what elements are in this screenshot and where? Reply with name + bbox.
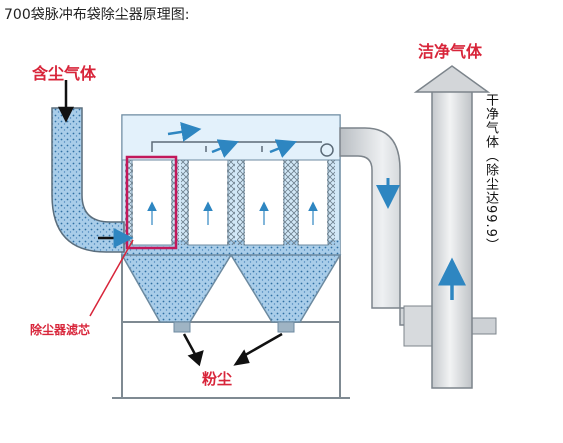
support-frame bbox=[112, 255, 350, 399]
right-hopper bbox=[229, 254, 342, 323]
filter-bags bbox=[125, 159, 335, 246]
dry-gas-label: 干净气体（除尘达99.9） bbox=[483, 93, 498, 252]
chimney-arrow-cap bbox=[413, 65, 491, 93]
pulse-pipes bbox=[151, 141, 334, 157]
left-hopper bbox=[120, 254, 233, 323]
left-hopper-outlet bbox=[173, 321, 191, 333]
dusty-gas-label: 含尘气体 bbox=[32, 64, 97, 83]
right-hopper-outlet bbox=[277, 321, 295, 333]
chimney-stack bbox=[431, 89, 473, 389]
dust-label: 粉尘 bbox=[202, 370, 233, 388]
diagram-caption: 700袋脉冲布袋除尘器原理图: bbox=[4, 7, 190, 23]
clean-gas-label: 洁净气体 bbox=[418, 42, 483, 61]
callout-arrows bbox=[57, 80, 283, 367]
clean-air-plenum bbox=[121, 114, 341, 161]
inlet-duct bbox=[51, 107, 125, 253]
filter-element-label: 除尘器滤芯 bbox=[30, 323, 91, 337]
filter-element-highlight bbox=[125, 155, 178, 250]
outlet-duct bbox=[339, 127, 426, 326]
bag-flow-arrows bbox=[147, 201, 318, 225]
fan-outlet bbox=[469, 317, 497, 335]
plenum-flow-arrows bbox=[167, 122, 297, 158]
filter-pointer-line bbox=[89, 239, 134, 317]
